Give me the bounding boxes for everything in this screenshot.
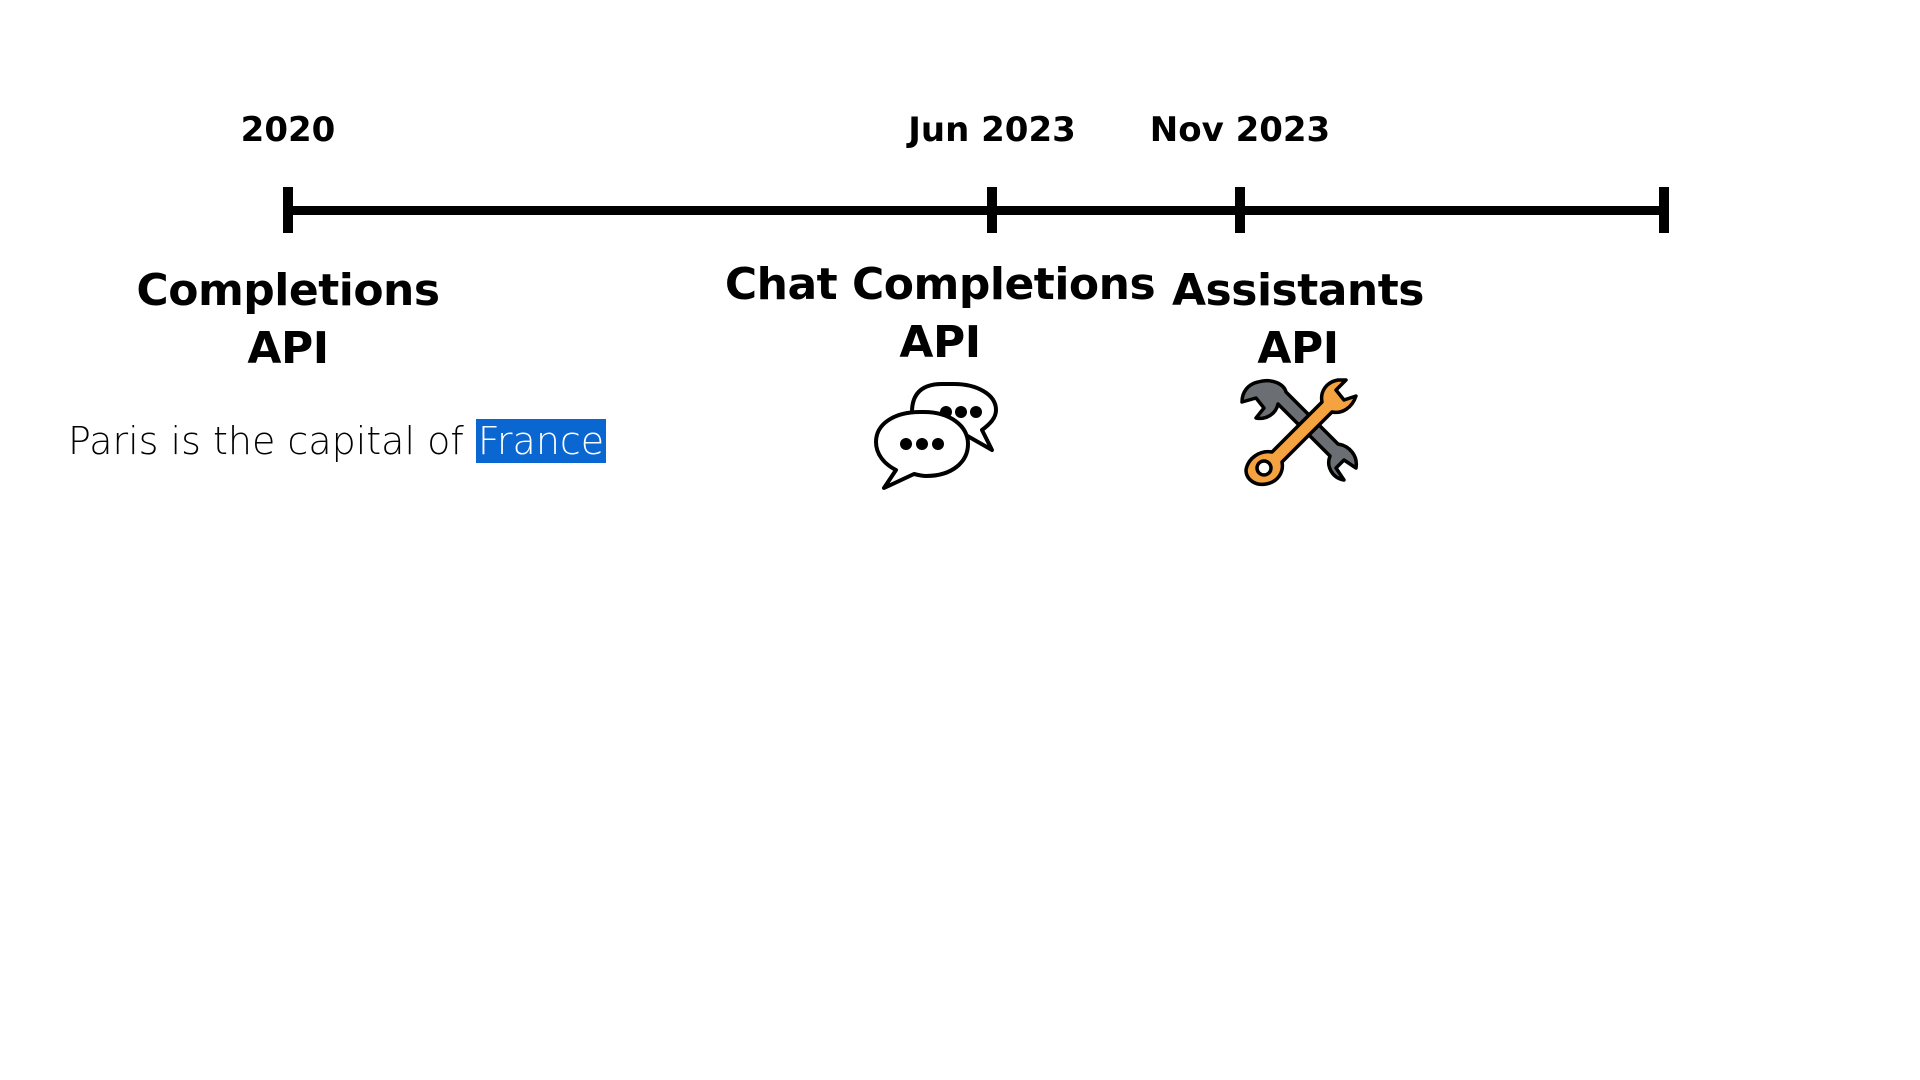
assistants-api-line1: Assistants xyxy=(1172,265,1424,316)
tick-nov-2023 xyxy=(1235,187,1245,233)
completions-api-label: Completions API xyxy=(136,262,440,378)
chat-completions-api-label: Chat Completions API xyxy=(724,256,1156,372)
chat-completions-api-line1: Chat Completions xyxy=(724,259,1156,310)
timeline-axis xyxy=(287,206,1666,215)
tick-2020 xyxy=(283,187,293,233)
completion-example-prefix: Paris is the capital of xyxy=(68,419,464,463)
date-label-nov-2023: Nov 2023 xyxy=(1149,110,1331,150)
chat-completions-api-line2: API xyxy=(899,317,981,368)
completion-example-highlight: France xyxy=(475,419,607,463)
completions-api-line2: API xyxy=(247,323,329,374)
completion-example: Paris is the capital of France xyxy=(68,412,607,470)
speech-bubbles-icon xyxy=(874,382,998,490)
date-label-jun-2023: Jun 2023 xyxy=(908,110,1076,150)
wrench-tools-icon xyxy=(1240,378,1359,487)
completions-api-line1: Completions xyxy=(136,265,440,316)
assistants-api-line2: API xyxy=(1257,323,1339,374)
date-label-2020: 2020 xyxy=(240,110,336,150)
tick-end xyxy=(1659,187,1669,233)
tick-jun-2023 xyxy=(987,187,997,233)
assistants-api-label: Assistants API xyxy=(1172,262,1424,378)
